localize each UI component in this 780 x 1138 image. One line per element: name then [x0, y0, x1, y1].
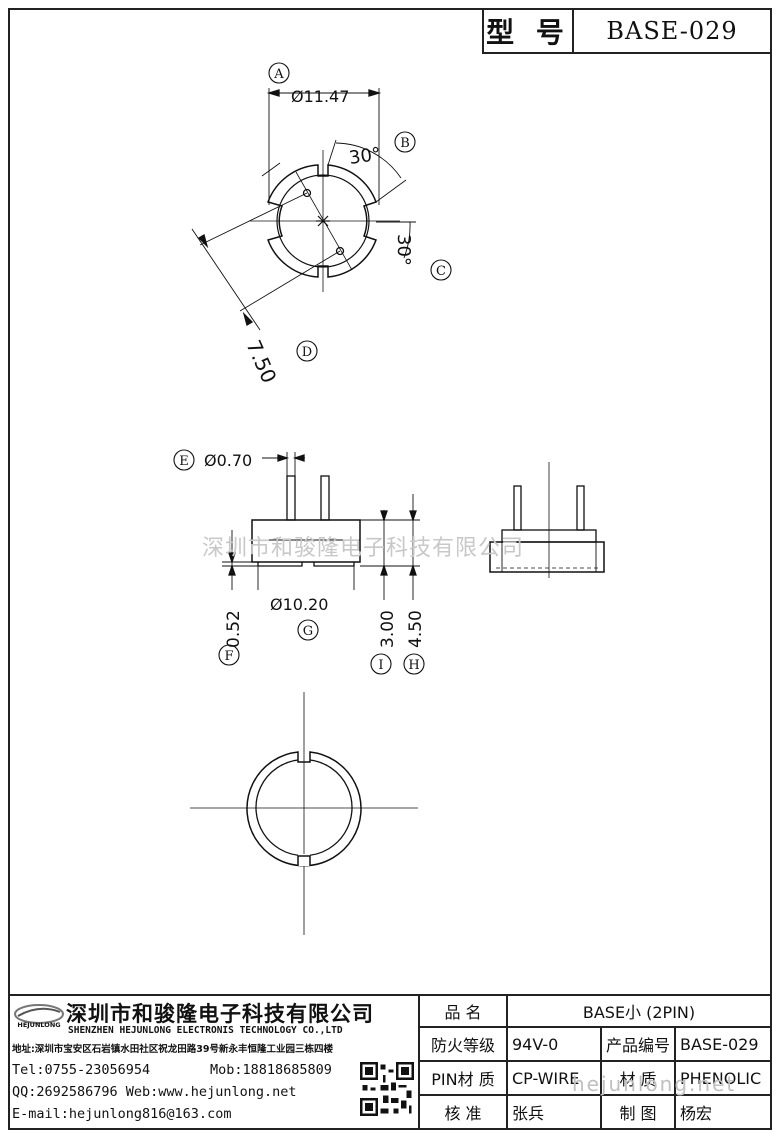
spec-table: 品 名 BASE小 (2PIN) 防火等级 94V-0 产品编号 BASE-02…: [420, 996, 772, 1130]
value-approved: 张兵: [508, 1096, 602, 1130]
dim-a-text: Ø11.47: [291, 87, 349, 106]
dim-d-text: 7.50: [241, 336, 281, 386]
label-product-name: 品 名: [420, 996, 508, 1028]
pin-hole-1: [302, 188, 312, 198]
label-fire-rating: 防火等级: [420, 1028, 508, 1062]
base-body-side: [251, 519, 361, 563]
company-mobile: Mob:18818685809: [210, 1062, 332, 1078]
pin-side-1: [286, 475, 296, 521]
label-material: 材 质: [602, 1062, 676, 1096]
pin-end-2: [576, 485, 585, 531]
dim-h-text: 4.50: [406, 610, 426, 648]
qr-code: [360, 1062, 414, 1116]
value-material: PHENOLIC: [676, 1062, 772, 1096]
base-body-end: [489, 541, 605, 573]
callout-d: D: [302, 345, 312, 360]
pin-side-2: [320, 475, 330, 521]
inner-ring: [276, 174, 370, 268]
dim-line-d: [191, 228, 261, 331]
dim-g-text: Ø10.20: [270, 595, 328, 614]
label-product-code: 产品编号: [602, 1028, 676, 1062]
callout-f: F: [224, 649, 233, 664]
callout-c: C: [436, 264, 446, 279]
callout-h: H: [408, 658, 419, 673]
dim-b-text: 30°: [348, 144, 383, 169]
model-title-block: 型 号 BASE-029: [482, 8, 772, 54]
bottom-outer: [246, 751, 362, 867]
side-view: [222, 452, 420, 600]
callout-b: B: [400, 136, 410, 151]
watermark-company: 深圳市和骏隆电子科技有限公司: [202, 536, 525, 561]
company-qq-web: QQ:2692586796 Web:www.hejunlong.net: [12, 1084, 297, 1100]
label-drawn-by: 制 图: [602, 1096, 676, 1130]
callout-e: E: [179, 454, 189, 469]
value-drawn-by: 杨宏: [676, 1096, 772, 1130]
callout-a: A: [273, 67, 284, 82]
watermark-url: hejunlong.net: [572, 1072, 737, 1096]
value-fire-rating: 94V-0: [508, 1028, 602, 1062]
dim-c-text: 30°: [393, 234, 414, 266]
company-name-cn: 深圳市和骏隆电子科技有限公司: [66, 1002, 374, 1026]
company-logo: HEJUNLONG: [14, 1004, 64, 1029]
value-pin-material: CP-WIRE: [508, 1062, 602, 1096]
drawing-frame: [8, 8, 772, 1130]
dim-e-text: Ø0.70: [204, 451, 252, 470]
label-approved: 核 准: [420, 1096, 508, 1130]
model-label: 型 号: [484, 10, 574, 52]
pin-end-1: [513, 485, 522, 531]
base-outline-top: [267, 164, 377, 278]
pin-hole-2: [335, 246, 345, 256]
bottom-view: [190, 692, 418, 935]
company-name-en: SHENZHEN HEJUNLONG ELECTRONIS TECHNOLOGY…: [68, 1025, 343, 1036]
dim-i-text: 3.00: [378, 610, 398, 648]
company-address: 地址:深圳市宝安区石岩镇水田社区祝龙田路39号新永丰恒隆工业园三栋四楼: [12, 1044, 334, 1055]
end-view: [489, 462, 605, 578]
company-info: HEJUNLONG 深圳市和骏隆电子科技有限公司 SHENZHEN HEJUNL…: [8, 996, 420, 1130]
value-product-name: BASE小 (2PIN): [508, 996, 772, 1028]
model-value: BASE-029: [606, 17, 738, 45]
title-block: HEJUNLONG 深圳市和骏隆电子科技有限公司 SHENZHEN HEJUNL…: [8, 994, 772, 1130]
label-pin-material: PIN材 质: [420, 1062, 508, 1096]
callouts: A B C D E F G I H: [173, 62, 452, 675]
logo-text: HEJUNLONG: [17, 1021, 60, 1029]
company-tel: Tel:0755-23056954: [12, 1062, 151, 1078]
callout-g: G: [303, 624, 313, 639]
company-email: E-mail:hejunlong816@163.com: [12, 1106, 232, 1122]
dim-f-text: 0.52: [224, 610, 244, 648]
callout-i: I: [378, 658, 383, 673]
top-view: [191, 88, 416, 331]
value-product-code: BASE-029: [676, 1028, 772, 1062]
